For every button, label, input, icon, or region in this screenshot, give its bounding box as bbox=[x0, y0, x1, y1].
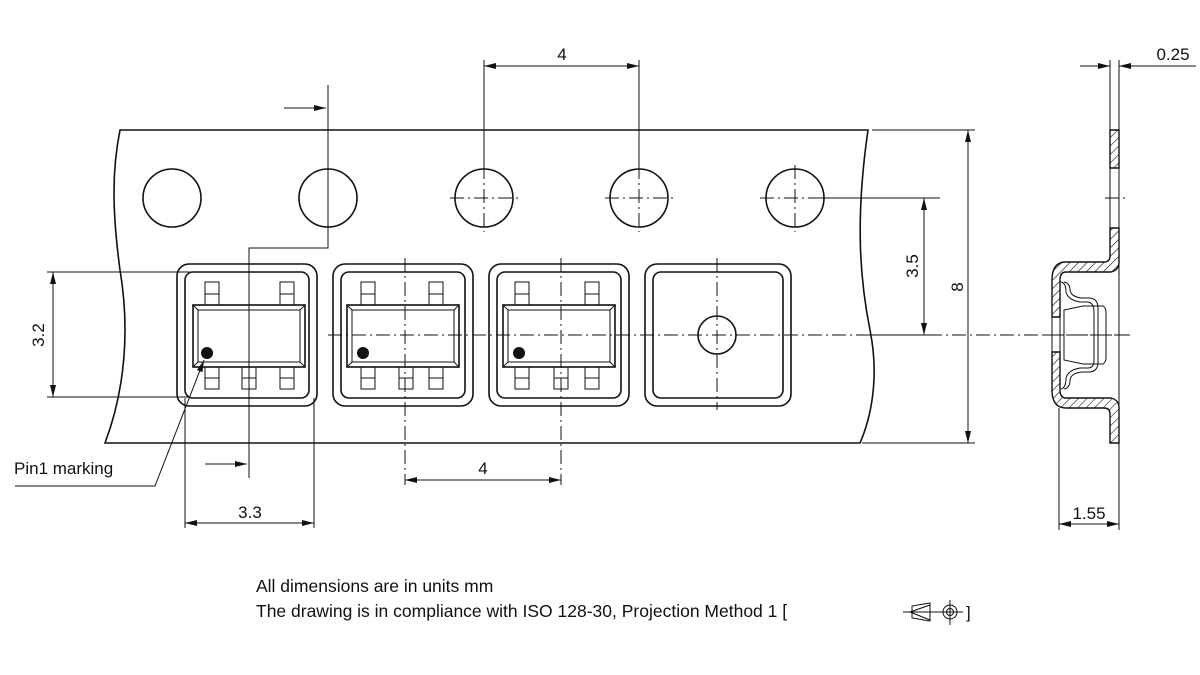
dim-pocket-width-label: 3.3 bbox=[238, 503, 262, 522]
pin1-dot bbox=[357, 347, 369, 359]
pocket-centerlines bbox=[328, 258, 1130, 485]
dim-tape-thickness-label: 0.25 bbox=[1156, 45, 1189, 64]
tape-outline bbox=[103, 129, 875, 444]
dim-hole-to-pocket: 3.5 bbox=[815, 197, 935, 336]
note-units: All dimensions are in units mm bbox=[256, 576, 494, 596]
dim-tape-width: 8 bbox=[862, 129, 975, 444]
dim-hole-to-pocket-label: 3.5 bbox=[903, 254, 922, 278]
notes-close-bracket: ] bbox=[966, 603, 971, 622]
dim-pocket-length: 3.2 bbox=[29, 271, 190, 398]
dim-pocket-pitch: 4 bbox=[405, 459, 561, 483]
note-iso-compliance: The drawing is in compliance with ISO 12… bbox=[256, 601, 788, 621]
side-section-view: 0.25 1.55 bbox=[1044, 45, 1196, 530]
pin1-label: Pin1 marking bbox=[14, 459, 113, 478]
section-cut-line bbox=[205, 85, 329, 478]
dim-tape-width-label: 8 bbox=[948, 282, 967, 291]
dim-sprocket-pitch: 4 bbox=[483, 45, 640, 168]
pin1-leader: Pin1 marking bbox=[14, 359, 205, 487]
dim-pocket-pitch-label: 4 bbox=[478, 459, 487, 478]
sprocket-hole bbox=[142, 168, 202, 228]
pocket-1 bbox=[176, 263, 318, 407]
dim-pocket-width: 3.3 bbox=[184, 398, 315, 528]
dim-pocket-depth-label: 1.55 bbox=[1072, 504, 1105, 523]
pin1-dot bbox=[513, 347, 525, 359]
pin1-dot bbox=[201, 347, 213, 359]
projection-method-icon bbox=[903, 600, 963, 625]
dim-sprocket-pitch-label: 4 bbox=[557, 45, 566, 64]
dim-pocket-length-label: 3.2 bbox=[29, 323, 48, 347]
